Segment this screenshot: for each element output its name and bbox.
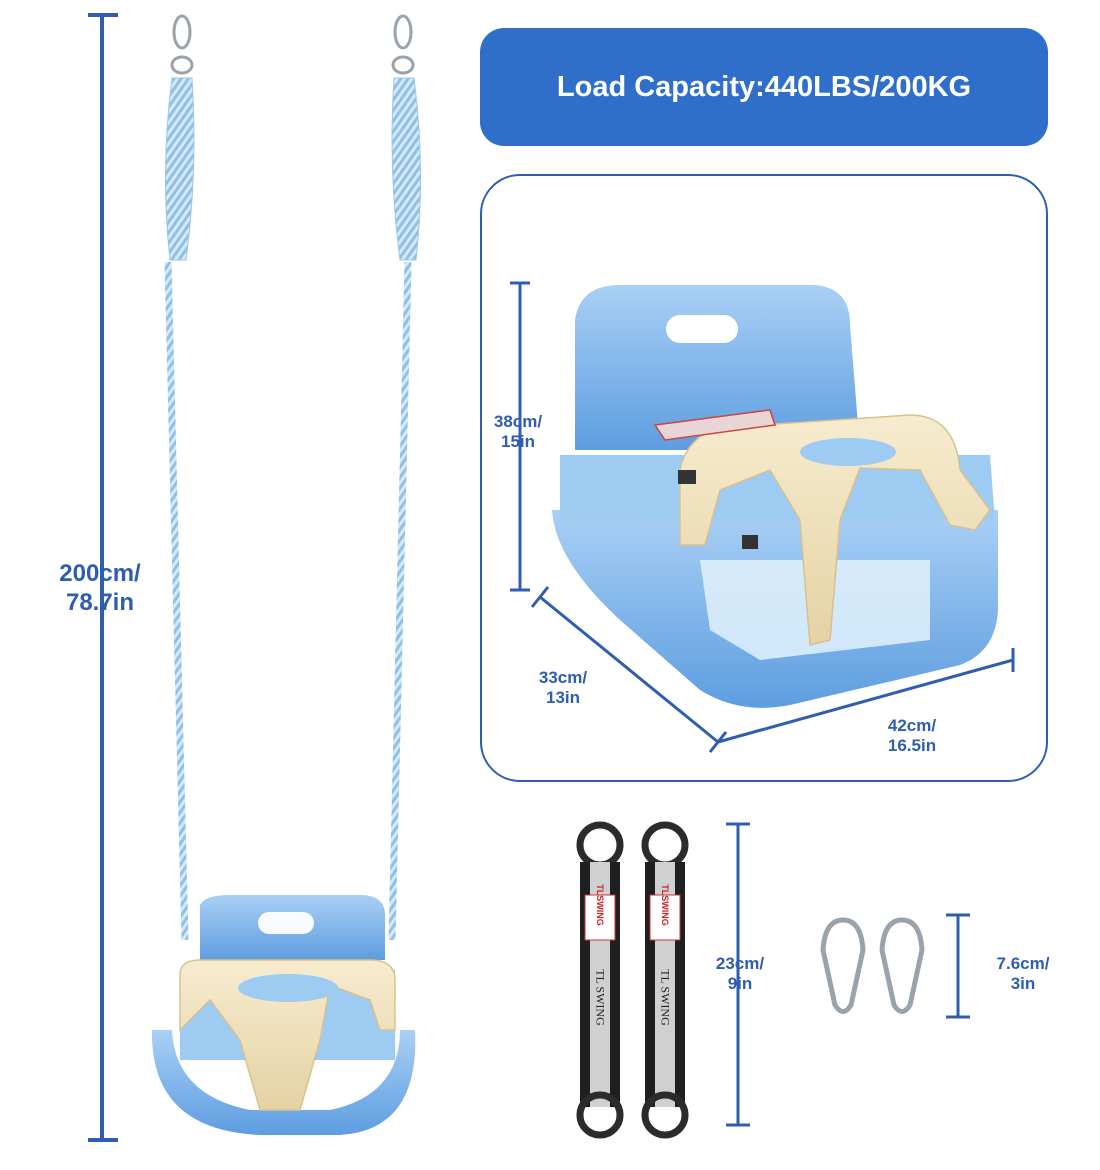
seat-depth-label: 33cm/ 13in [523, 668, 603, 709]
seat-width-line1: 42cm/ [887, 716, 937, 735]
carabiner-dimension-line [946, 913, 970, 1019]
strap-length-line1: 23cm/ [715, 954, 765, 973]
seat-width-label: 42cm/ 16.5in [872, 716, 952, 757]
seat-height-line2: 15in [500, 432, 536, 452]
hook-icon [170, 14, 415, 75]
length-dimension-line [88, 13, 118, 1142]
strap-dimension-line [726, 822, 750, 1127]
carabiner-length-line2: 3in [1010, 974, 1036, 994]
seat-depth-line2: 13in [545, 688, 581, 708]
total-length-line2: 78.7in [65, 588, 135, 616]
strap-left-brand-label: TLSWING [595, 884, 605, 926]
seat-height-line1: 38cm/ [493, 412, 543, 431]
seat-detail-frame [480, 174, 1048, 782]
strap-right-print: TL SWING [658, 969, 673, 1026]
strap-left-print: TL SWING [593, 969, 608, 1026]
rope-adjuster [164, 77, 422, 261]
carabiner-icon [820, 917, 925, 1014]
carabiner-length-label: 7.6cm/ 3in [983, 954, 1063, 995]
seat-height-label: 38cm/ 15in [478, 412, 558, 453]
strap-right-brand-label: TLSWING [660, 884, 670, 926]
strap-length-label: 23cm/ 9in [700, 954, 780, 995]
swing-rope [164, 261, 412, 941]
load-capacity-text: Load Capacity:440LBS/200KG [556, 70, 972, 103]
strap-right [641, 821, 689, 1139]
seat-height-dimension-line [510, 281, 530, 592]
seat-width-line2: 16.5in [887, 736, 937, 756]
strap-length-line2: 9in [727, 974, 753, 994]
strap-left [576, 821, 624, 1139]
total-length-label: 200cm/ 78.7in [40, 560, 160, 618]
seat-depth-line1: 33cm/ [538, 668, 588, 687]
total-length-line1: 200cm/ [59, 560, 141, 587]
swing-seat-large [552, 285, 999, 708]
seat-width-dimension-line [717, 648, 1015, 744]
carabiner-length-line1: 7.6cm/ [996, 954, 1050, 973]
load-capacity-banner: Load Capacity:440LBS/200KG [480, 28, 1048, 146]
swing-seat-small [151, 895, 416, 1135]
